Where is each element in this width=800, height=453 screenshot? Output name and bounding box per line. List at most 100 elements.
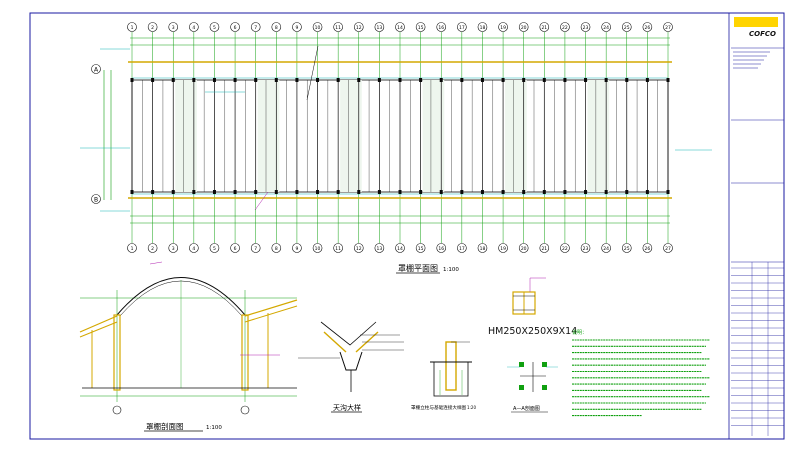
axis-bubble: 5 — [209, 22, 220, 80]
axis-bubble: 3 — [168, 192, 179, 253]
axis-label: 25 — [624, 246, 630, 252]
axis-bubble: 8 — [271, 22, 282, 80]
axis-label: 8 — [275, 246, 278, 252]
axis-label: 4 — [192, 246, 195, 252]
axis-label: 14 — [397, 246, 403, 252]
axis-bubble: 6 — [230, 22, 240, 80]
axis-label: 27 — [665, 246, 671, 252]
skylight-panel — [175, 80, 197, 192]
axis-bubble: 15 — [415, 22, 426, 80]
column-left — [113, 314, 121, 391]
column-marker — [274, 78, 278, 82]
axis-bubble: 16 — [436, 192, 447, 253]
axis-bubble: 10 — [312, 192, 323, 253]
axis-bubble: 22 — [560, 22, 570, 80]
axis-label: 1 — [131, 246, 134, 252]
axis-label: 1 — [131, 25, 134, 31]
axis-label: 10 — [315, 25, 321, 31]
general-notes: 说明： — [572, 329, 710, 417]
axis-label: 6 — [234, 246, 237, 252]
axis-label: 13 — [377, 25, 383, 31]
axis-label: 23 — [583, 25, 589, 31]
column-marker — [212, 78, 216, 82]
axis-label: 27 — [665, 25, 671, 31]
column-marker — [666, 190, 670, 194]
column-marker — [171, 78, 175, 82]
column-marker — [419, 78, 423, 82]
logo-badge — [734, 17, 778, 27]
axis-bubble: 9 — [292, 22, 302, 80]
axis-label: 16 — [438, 246, 444, 252]
axis-bubble: 20 — [518, 22, 529, 80]
axis-bubble: 12 — [353, 22, 364, 80]
section-title: 罩棚剖面图 — [146, 421, 184, 431]
notes-heading: 说明： — [572, 329, 587, 336]
aa-section-detail — [507, 362, 558, 392]
axis-bubble: 24 — [601, 192, 611, 253]
skylight-panel — [340, 80, 362, 192]
axis-label: 2 — [151, 246, 154, 252]
column-marker — [625, 78, 629, 82]
column-marker — [212, 190, 216, 194]
skylight-panel — [587, 80, 610, 192]
axis-bubble: 2 — [147, 22, 158, 80]
column-marker — [542, 190, 546, 194]
axis-label: 9 — [295, 246, 298, 252]
column-marker — [398, 190, 402, 194]
column-marker — [501, 190, 505, 194]
column-marker — [233, 78, 237, 82]
axis-label: 5 — [213, 246, 216, 252]
column-marker — [645, 190, 649, 194]
axis-label: 16 — [438, 25, 444, 31]
column-marker — [625, 190, 629, 194]
column-marker — [460, 78, 464, 82]
axis-label: 21 — [541, 246, 547, 252]
column-marker — [522, 190, 526, 194]
axis-bubble: 27 — [663, 192, 673, 253]
title-block-rows — [731, 51, 784, 436]
axis-bubble: 25 — [621, 22, 632, 80]
axis-bubble: 19 — [498, 22, 508, 80]
axis-label: 12 — [356, 246, 362, 252]
axis-bubble: 19 — [498, 192, 508, 253]
column-marker — [233, 190, 237, 194]
axis-bubble: 7 — [250, 22, 261, 80]
axis-label: 24 — [603, 246, 609, 252]
axis-bubble: 11 — [333, 22, 343, 80]
axis-label: 24 — [603, 25, 609, 31]
column-marker — [336, 190, 340, 194]
skylight-panel — [505, 80, 527, 192]
gutter-detail-title: 天沟大样 — [333, 403, 361, 412]
steel-profile-detail — [512, 277, 546, 315]
plan-dimension-lines — [100, 37, 670, 224]
column-marker — [419, 190, 423, 194]
column-marker — [316, 190, 320, 194]
column-marker — [377, 78, 381, 82]
column-marker — [563, 190, 567, 194]
svg-text:A: A — [94, 67, 99, 74]
title-block: COFCO — [731, 17, 784, 436]
roof-purlins — [130, 78, 670, 194]
axis-bubble: 21 — [539, 192, 550, 253]
axis-bubble: 16 — [436, 22, 447, 80]
axis-bubble: 26 — [642, 192, 653, 253]
section-scale: 1:100 — [206, 425, 222, 431]
column-marker — [357, 78, 361, 82]
axis-bubble: 17 — [457, 22, 467, 80]
axis-label: 15 — [418, 25, 424, 31]
row-bubble-b: B — [91, 194, 101, 204]
axis-label: 22 — [562, 246, 568, 252]
axis-label: 17 — [459, 25, 465, 31]
axis-label: 4 — [192, 25, 195, 31]
axis-label: 22 — [562, 25, 568, 31]
column-marker — [584, 78, 588, 82]
axis-label: 5 — [213, 25, 216, 31]
skylight-panel — [257, 80, 280, 192]
axis-label: 18 — [480, 246, 486, 252]
column-right — [241, 314, 249, 391]
column-marker — [151, 190, 155, 194]
axis-label: 10 — [315, 246, 321, 252]
column-marker — [192, 190, 196, 194]
column-marker — [357, 190, 361, 194]
